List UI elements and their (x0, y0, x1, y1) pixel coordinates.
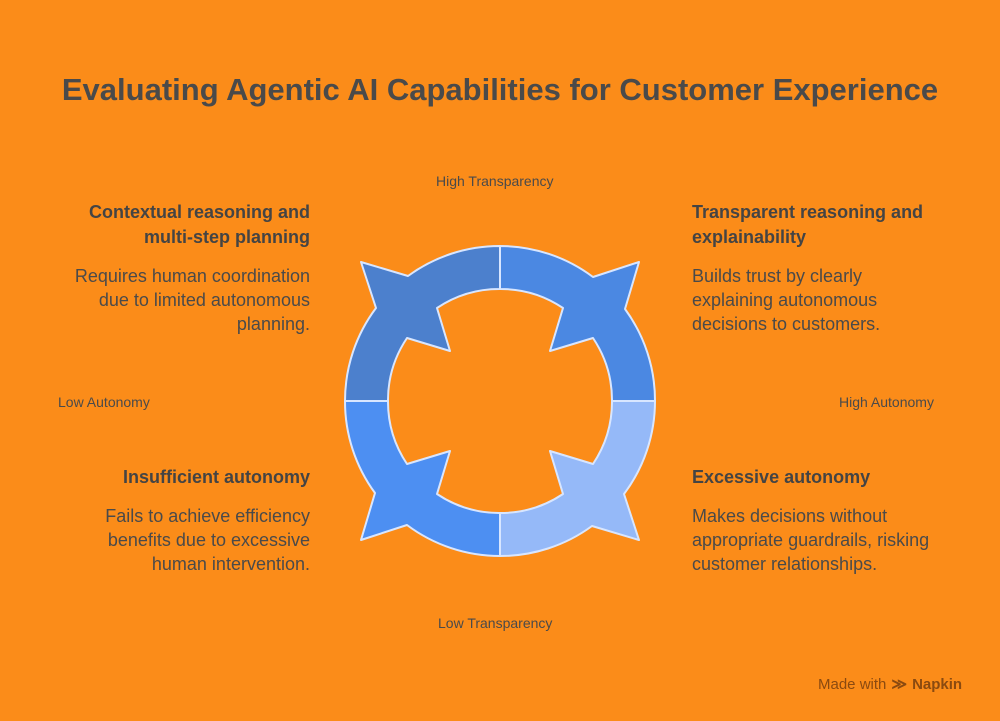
ring-segment-bottom-right (499, 400, 656, 558)
made-with-label: Made with (818, 675, 887, 693)
quadrant-heading: Excessive autonomy (692, 467, 871, 487)
axis-label-top: High Transparency (436, 173, 554, 189)
ring-segment-top-right (499, 245, 657, 402)
quadrant-text: Requires human coordination due to limit… (74, 266, 310, 334)
quadrant-bottom-right: Excessive autonomy Makes decisions witho… (692, 465, 932, 576)
quadrant-bottom-left: Insufficient autonomy Fails to achieve e… (60, 465, 310, 576)
axis-label-left: Low Autonomy (58, 394, 150, 410)
made-with-napkin: Made with ≫ Napkin (818, 675, 963, 694)
page-title: Evaluating Agentic AI Capabilities for C… (61, 72, 939, 107)
quadrant-heading: Contextual reasoning and multi-step plan… (88, 202, 310, 247)
quadrant-top-right: Transparent reasoning and explainability… (692, 200, 942, 336)
napkin-logo-icon: ≫ (891, 676, 908, 693)
ring-segment-bottom-left (343, 400, 501, 557)
ring-segment-top-left (344, 244, 501, 402)
axis-label-bottom: Low Transparency (438, 615, 553, 631)
quadrant-text: Makes decisions without appropriate guar… (692, 506, 930, 574)
napkin-brand: Napkin (912, 675, 963, 693)
quadrant-text: Fails to achieve efficiency benefits due… (105, 506, 310, 574)
quadrant-heading: Transparent reasoning and explainability (692, 202, 924, 247)
quadrant-top-left: Contextual reasoning and multi-step plan… (60, 200, 310, 336)
quadrant-text: Builds trust by clearly explaining auton… (692, 266, 881, 334)
axis-label-right: High Autonomy (839, 394, 934, 410)
quadrant-heading: Insufficient autonomy (122, 467, 310, 487)
